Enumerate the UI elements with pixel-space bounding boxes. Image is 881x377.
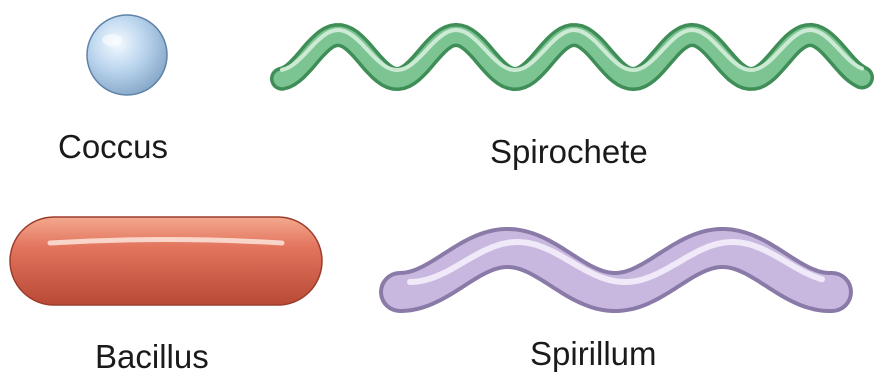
bacillus-label: Bacillus [95,340,209,373]
coccus-shape [87,15,167,95]
coccus-label: Coccus [58,130,168,163]
spirochete-shape [282,30,862,79]
spirochete-label: Spirochete [490,135,648,168]
spirillum-label: Spirillum [530,337,657,370]
bacillus-shape [10,217,322,305]
spirillum-shape [400,242,832,292]
